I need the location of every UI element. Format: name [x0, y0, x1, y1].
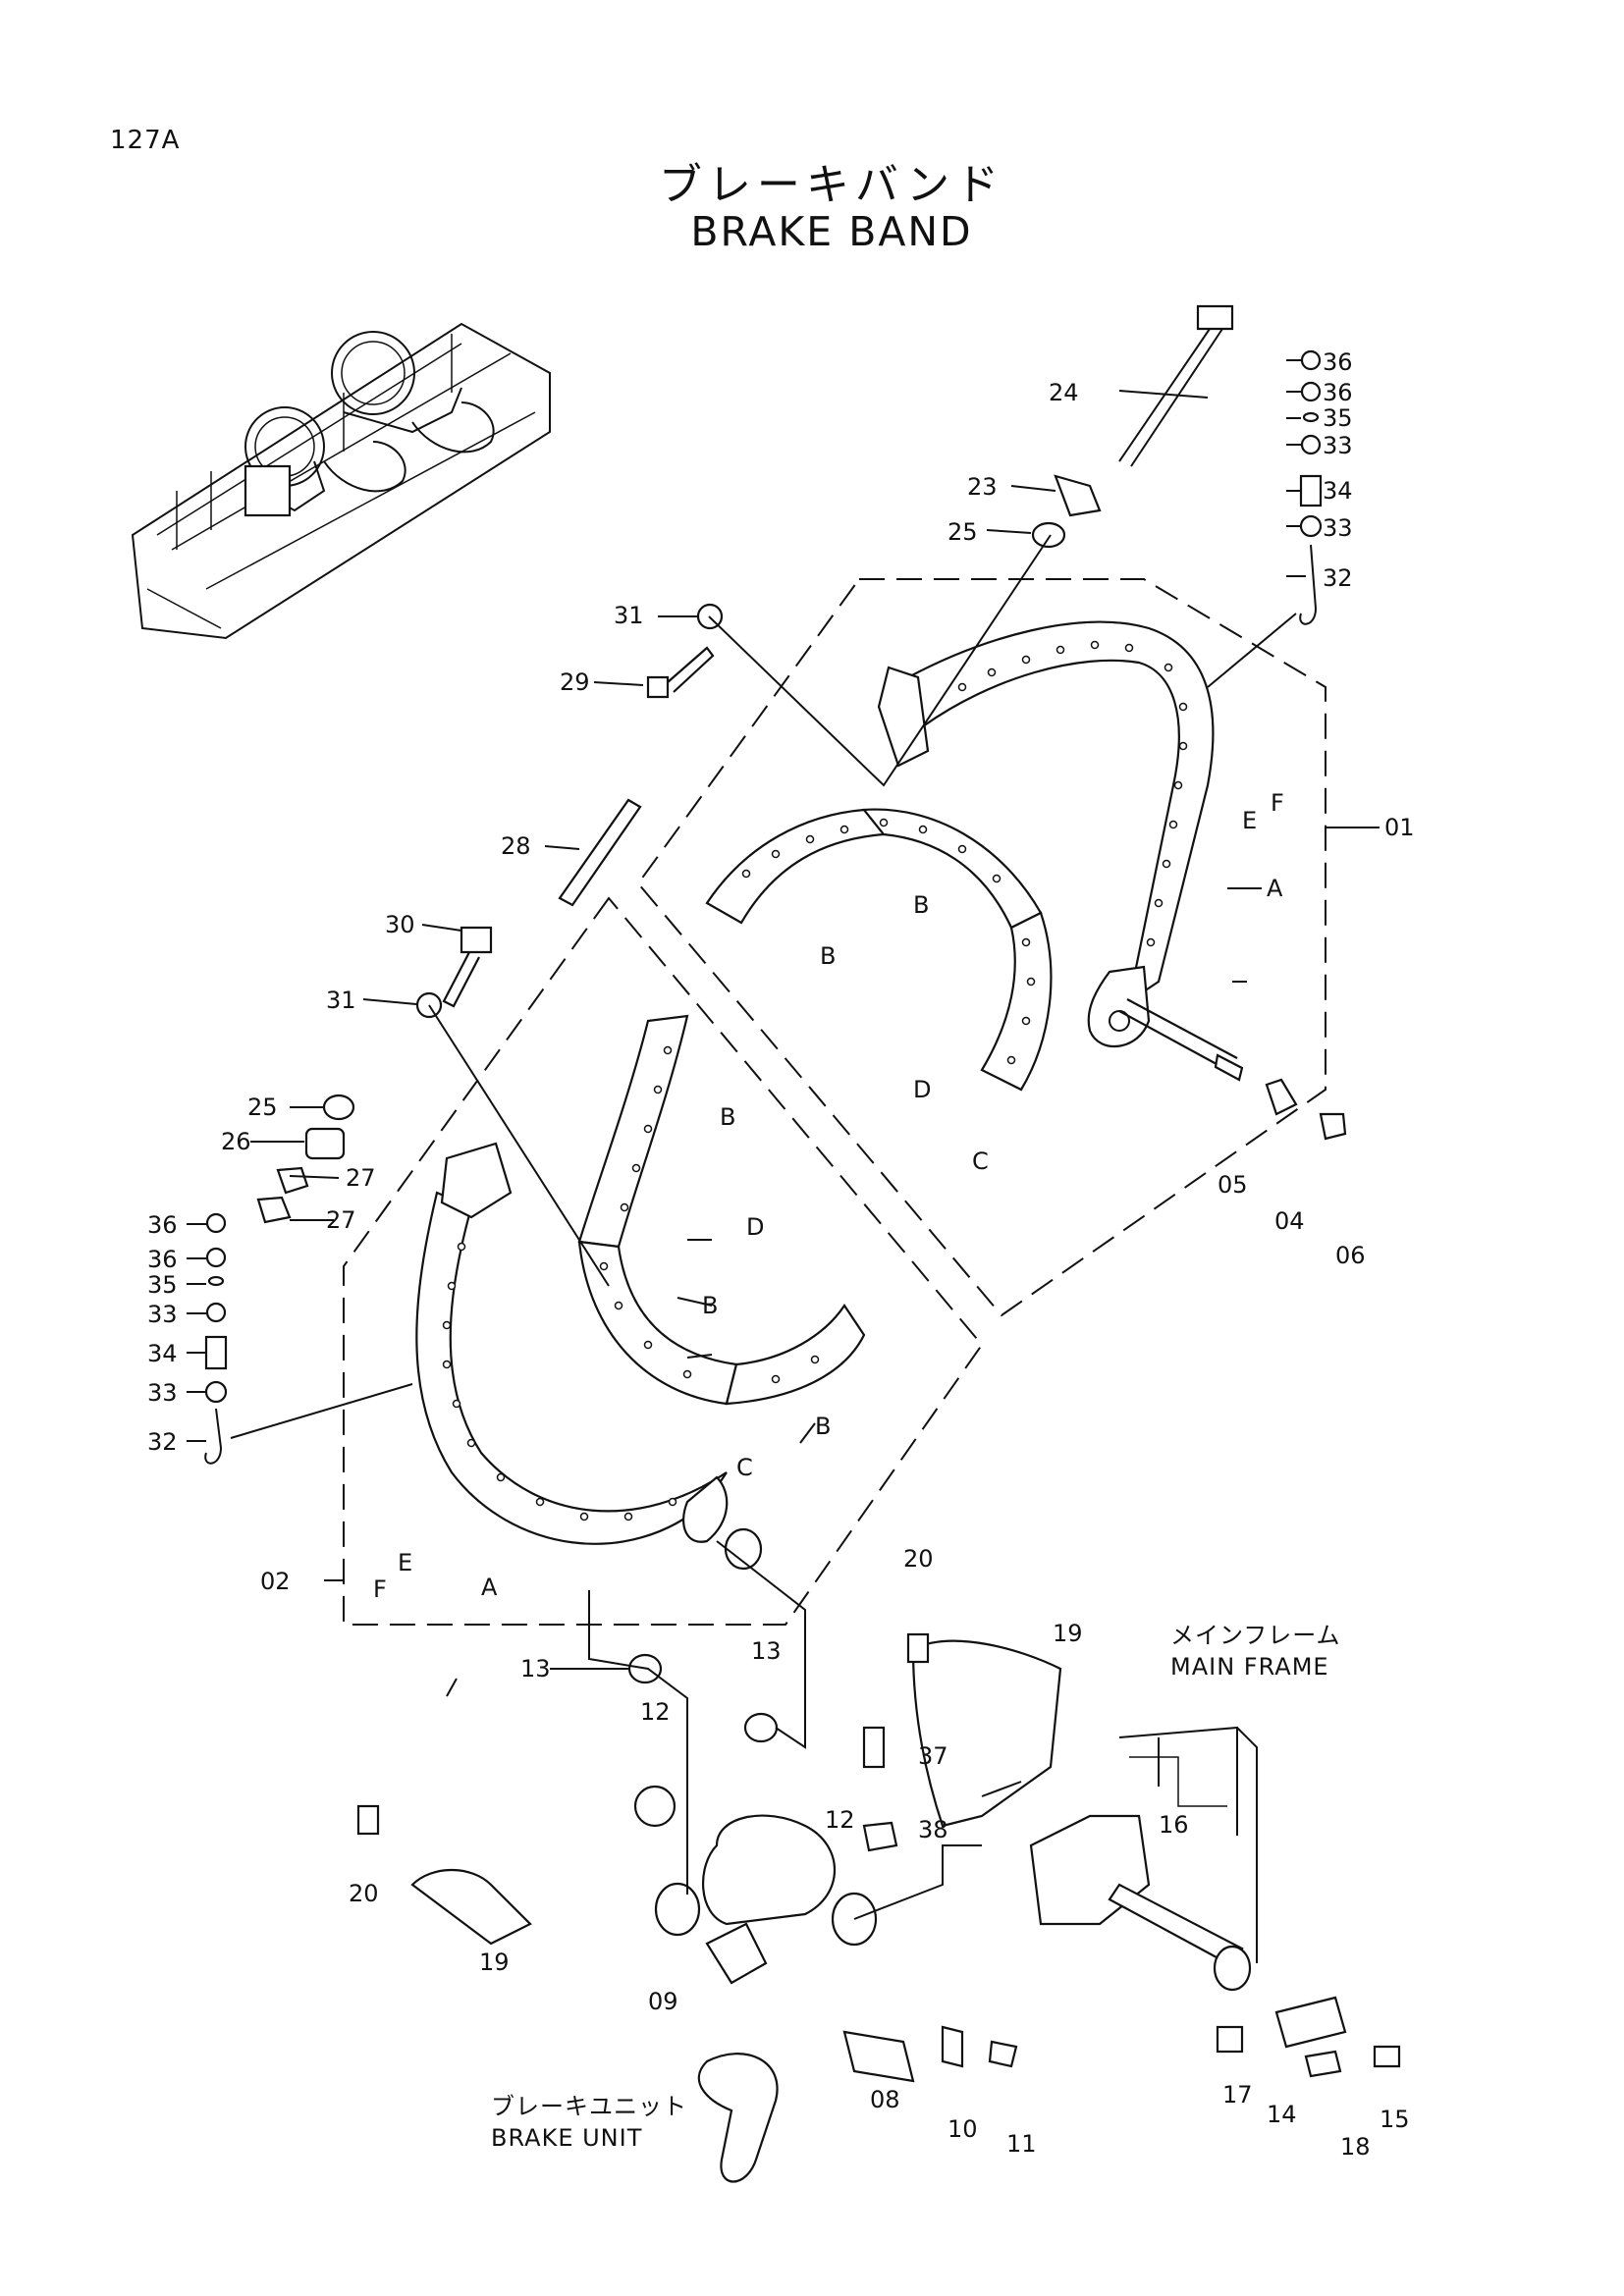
cap-25-lower	[322, 1094, 355, 1121]
callout-20: 20	[349, 1880, 379, 1907]
callout-13: 13	[751, 1637, 782, 1665]
brake-band-02	[415, 1142, 729, 1545]
callout-32: 32	[1323, 564, 1353, 592]
callout-D: D	[913, 1076, 931, 1103]
spring-28	[558, 798, 642, 907]
callout-36: 36	[1323, 348, 1353, 376]
callout-05: 05	[1218, 1171, 1248, 1199]
callout-24: 24	[1049, 379, 1079, 406]
callout-36: 36	[147, 1246, 178, 1273]
callout-33: 33	[147, 1301, 178, 1328]
callout-B: B	[815, 1413, 831, 1440]
callout-19: 19	[1053, 1620, 1083, 1647]
callout-14: 14	[1267, 2101, 1297, 2128]
callout-27: 27	[346, 1164, 376, 1192]
main-frame-structure	[1029, 1726, 1401, 2078]
callout-A: A	[481, 1574, 498, 1601]
callout-33: 33	[1323, 432, 1353, 459]
assembly-02-outline	[343, 896, 984, 1626]
machine-locator-thumbnail	[131, 322, 551, 640]
callout-28: 28	[501, 832, 531, 860]
callout-B: B	[720, 1103, 735, 1131]
callout-36: 36	[147, 1211, 178, 1239]
page-number: 127A	[110, 126, 181, 155]
sleeve-26	[304, 1127, 346, 1160]
title-japanese: ブレーキバンド	[658, 160, 1005, 210]
callout-02: 02	[260, 1568, 291, 1595]
callout-32: 32	[147, 1428, 178, 1456]
callout-B: B	[702, 1292, 718, 1319]
callout-36: 36	[1323, 379, 1353, 406]
cap-25-upper	[1031, 521, 1066, 549]
callout-29: 29	[560, 668, 590, 696]
bolt-29	[646, 646, 715, 699]
callout-27: 27	[326, 1206, 356, 1234]
callout-C: C	[972, 1148, 989, 1175]
callout-35: 35	[147, 1271, 178, 1299]
leader-lines	[187, 359, 1380, 1920]
main-frame-note-en: MAIN FRAME	[1170, 1653, 1329, 1681]
callout-E: E	[398, 1549, 412, 1576]
callout-34: 34	[1323, 477, 1353, 505]
spring-stack-left	[204, 1212, 228, 1465]
main-frame-note-jp: メインフレーム	[1170, 1622, 1341, 1649]
callout-23: 23	[967, 473, 998, 501]
callout-26: 26	[221, 1128, 251, 1155]
title-english: BRAKE BAND	[690, 208, 973, 255]
callout-17: 17	[1222, 2081, 1253, 2109]
callout-12: 12	[825, 1806, 855, 1834]
callout-20: 20	[903, 1545, 934, 1573]
callout-06: 06	[1335, 1242, 1366, 1269]
callout-10: 10	[947, 2115, 978, 2143]
nut-27-a	[276, 1166, 309, 1195]
callout-19: 19	[479, 1949, 510, 1976]
callout-D: D	[746, 1213, 764, 1241]
callout-38: 38	[918, 1816, 948, 1843]
callout-08: 08	[870, 2086, 900, 2113]
brake-unit-note: ブレーキユニット BRAKE UNIT	[491, 2091, 687, 2154]
callout-33: 33	[1323, 514, 1353, 542]
callout-11: 11	[1006, 2130, 1037, 2158]
brake-unit-note-jp: ブレーキユニット	[491, 2093, 687, 2120]
callout-04: 04	[1274, 1207, 1305, 1235]
callout-31: 31	[326, 987, 356, 1014]
lining-segments-01	[705, 808, 1053, 1092]
callout-labels: 36 36 35 33 34 33 32 24 23 25 31 29 28 3…	[147, 348, 1415, 2161]
callout-E: E	[1242, 807, 1257, 834]
callout-A: A	[1267, 875, 1283, 902]
callout-31: 31	[614, 602, 644, 629]
callout-C: C	[736, 1454, 753, 1481]
callout-13: 13	[520, 1655, 551, 1682]
pin-05-washer-04-bolt-06	[1118, 998, 1347, 1141]
callout-B: B	[820, 942, 836, 970]
callout-25: 25	[947, 518, 978, 546]
main-frame-note: メインフレーム MAIN FRAME	[1170, 1620, 1341, 1682]
brake-unit-linkage	[356, 1527, 1062, 2183]
spring-stack-right	[1299, 349, 1323, 625]
bolt-24	[1118, 304, 1234, 467]
callout-B: B	[913, 891, 929, 919]
callout-30: 30	[385, 911, 415, 938]
callout-12: 12	[640, 1698, 671, 1726]
callout-33: 33	[147, 1379, 178, 1407]
callout-09: 09	[648, 1988, 678, 2015]
callout-35: 35	[1323, 404, 1353, 432]
callout-F: F	[373, 1575, 387, 1603]
callout-F: F	[1271, 789, 1284, 817]
callout-18: 18	[1340, 2133, 1371, 2161]
assembly-01-outline	[636, 578, 1326, 1317]
nut-27-b	[256, 1196, 292, 1224]
callout-15: 15	[1380, 2106, 1410, 2133]
brake-unit-note-en: BRAKE UNIT	[491, 2124, 643, 2152]
callout-34: 34	[147, 1340, 178, 1367]
callout-01: 01	[1384, 814, 1415, 841]
callout-37: 37	[918, 1742, 948, 1770]
bolt-30	[442, 926, 493, 1008]
callout-25: 25	[247, 1094, 278, 1121]
plate-23	[1054, 474, 1102, 517]
callout-16: 16	[1159, 1811, 1189, 1839]
lining-segments-02	[577, 1014, 866, 1406]
